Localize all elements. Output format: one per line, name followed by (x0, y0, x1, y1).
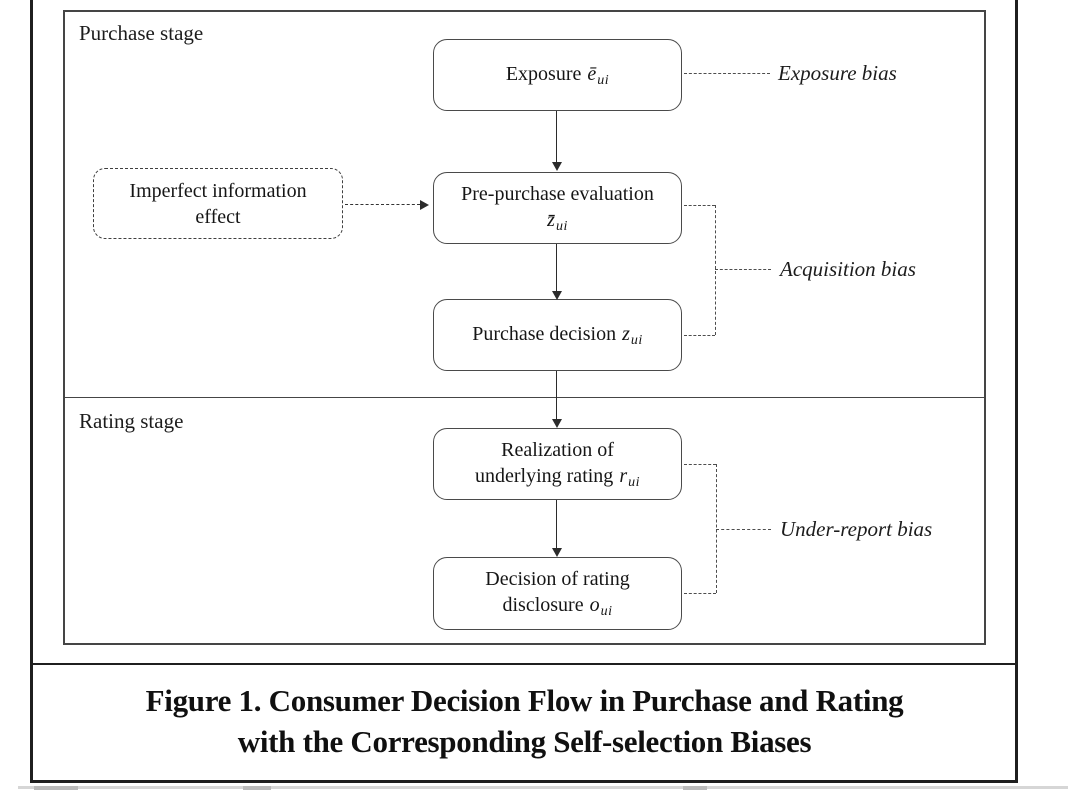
acquisition-bracket-top (684, 205, 715, 206)
caption-divider-line (33, 663, 1016, 665)
arrow-decision-to-realization (556, 371, 557, 420)
figure-caption-line1: Figure 1. Consumer Decision Flow in Purc… (145, 683, 904, 718)
cutoff-content-smudge (683, 786, 707, 790)
disclosure-line1: Decision of rating (485, 568, 630, 590)
under-report-bias-label: Under-report bias (780, 517, 933, 541)
stage-divider-line (64, 397, 985, 398)
figure-caption: Figure 1. Consumer Decision Flow in Purc… (33, 680, 1016, 762)
arrow-exposure-to-prepurchase (556, 111, 557, 162)
cutoff-content-smudge (34, 786, 78, 790)
arrowhead-down-icon (551, 548, 562, 557)
rating-stage-label: Rating stage (79, 409, 184, 433)
cutoff-content-smudge (243, 786, 271, 790)
arrow-prepurchase-to-decision (556, 244, 557, 291)
arrow-realization-to-disclosure (556, 500, 557, 549)
imperfect-information-line1: Imperfect information (129, 179, 307, 202)
under-report-bracket-bottom (684, 593, 716, 594)
cutoff-content-strip (18, 786, 1068, 789)
realization-line1: Realization of (501, 438, 614, 461)
arrowhead-right-icon (420, 199, 429, 210)
exposure-bias-label: Exposure bias (778, 61, 897, 85)
arrowhead-down-icon (551, 291, 562, 300)
arrowhead-down-icon (551, 162, 562, 171)
figure-caption-line2: with the Corresponding Self-selection Bi… (237, 724, 812, 759)
purchase-stage-label: Purchase stage (79, 21, 204, 45)
arrowhead-down-icon (551, 419, 562, 428)
under-report-bracket-top (684, 464, 716, 465)
prepurchase-symbol-line: z̄ui (547, 208, 568, 234)
acquisition-bias-label: Acquisition bias (780, 257, 916, 281)
under-report-bracket-vertical (716, 464, 717, 593)
outer-frame (30, 0, 1018, 783)
dashed-connector-exposure-bias (684, 73, 770, 74)
dashed-arrow-imperfect-to-prepurchase (345, 204, 420, 205)
prepurchase-evaluation-node: Pre-purchase evaluation z̄ui (433, 172, 682, 244)
acquisition-bracket-vertical (715, 205, 716, 335)
prepurchase-line1: Pre-purchase evaluation (461, 182, 654, 205)
under-report-bracket-mid (716, 529, 771, 530)
acquisition-bracket-bottom (684, 335, 715, 336)
imperfect-information-node: Imperfect information effect (93, 168, 343, 239)
acquisition-bracket-mid (715, 269, 771, 270)
imperfect-information-line2: effect (195, 205, 241, 228)
